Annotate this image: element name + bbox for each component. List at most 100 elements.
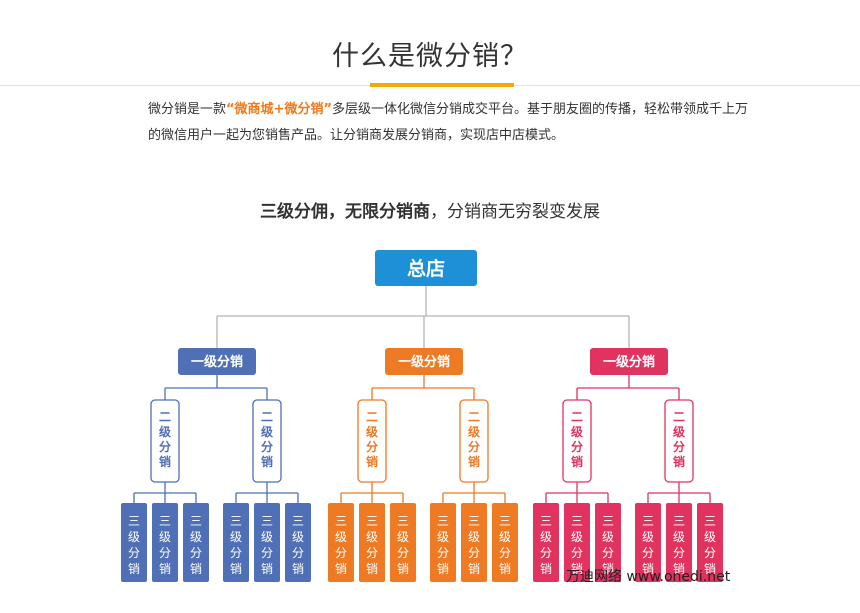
level2-label: 二	[571, 410, 583, 424]
level3-label: 级	[704, 530, 716, 544]
level3-node	[533, 503, 559, 582]
level3-label: 销	[468, 562, 480, 576]
level1-node	[178, 348, 256, 375]
level3-label: 销	[642, 562, 654, 576]
level3-label: 销	[335, 562, 347, 576]
level3-node	[564, 503, 590, 582]
level3-label: 三	[540, 514, 552, 528]
level2-label: 二	[673, 410, 685, 424]
level3-label: 销	[540, 562, 552, 576]
level3-label: 销	[292, 562, 304, 576]
level3-label: 级	[335, 530, 347, 544]
level3-node	[461, 503, 487, 582]
level2-label: 二	[366, 410, 378, 424]
level3-label: 级	[230, 530, 242, 544]
footer-watermark: 万迪网络 www.onedi.net	[566, 569, 731, 585]
level3-node	[121, 503, 147, 582]
level2-label: 销	[261, 454, 273, 469]
level3-node	[430, 503, 456, 582]
level3-label: 分	[159, 546, 171, 560]
level3-node	[359, 503, 385, 582]
level3-node	[390, 503, 416, 582]
level2-label: 销	[366, 454, 378, 469]
diagram-subtitle: 三级分佣，无限分销商，分销商无穷裂变发展	[0, 197, 860, 222]
level2-label: 级	[159, 424, 171, 439]
level3-label: 三	[190, 514, 202, 528]
level1-node	[590, 348, 668, 375]
level3-node	[183, 503, 209, 582]
level3-label: 分	[673, 546, 685, 560]
level3-label: 级	[571, 530, 583, 544]
level3-label: 分	[397, 546, 409, 560]
level2-label: 分	[159, 439, 171, 454]
level3-label: 三	[261, 514, 273, 528]
level2-label: 分	[261, 439, 273, 454]
level3-label: 分	[468, 546, 480, 560]
level3-label: 销	[190, 562, 202, 576]
level3-label: 销	[366, 562, 378, 576]
level3-label: 三	[602, 514, 614, 528]
level1-label: 一级分销	[398, 354, 450, 370]
level3-label: 级	[437, 530, 449, 544]
level3-node	[254, 503, 280, 582]
level3-label: 销	[704, 562, 716, 576]
level3-label: 分	[602, 546, 614, 560]
root-store-node	[375, 250, 477, 286]
level3-label: 级	[190, 530, 202, 544]
level3-label: 三	[397, 514, 409, 528]
level3-label: 级	[292, 530, 304, 544]
level3-label: 三	[642, 514, 654, 528]
level2-label: 级	[571, 424, 583, 439]
level2-label: 分	[673, 439, 685, 454]
level3-label: 三	[704, 514, 716, 528]
title-accent-bar	[370, 83, 514, 87]
intro-highlight: “微商城+微分销”	[226, 102, 332, 117]
level3-label: 级	[499, 530, 511, 544]
level3-label: 分	[366, 546, 378, 560]
level3-label: 销	[159, 562, 171, 576]
subtitle-rest: ，分销商无穷裂变发展	[430, 202, 600, 222]
level3-label: 三	[499, 514, 511, 528]
level3-label: 级	[642, 530, 654, 544]
level3-label: 分	[261, 546, 273, 560]
level3-label: 分	[335, 546, 347, 560]
intro-paragraph: 微分销是一款“微商城+微分销”多层级一体化微信分销成交平台。基于朋友圈的传播，轻…	[148, 97, 748, 149]
level3-label: 三	[366, 514, 378, 528]
level3-label: 三	[571, 514, 583, 528]
level3-label: 级	[602, 530, 614, 544]
intro-text-after: 多层级一体化微信分销成交平台。基于朋友圈的传播，轻松带领成千上万的微信用户一起为…	[148, 102, 749, 143]
level3-label: 三	[128, 514, 140, 528]
level3-label: 销	[397, 562, 409, 576]
level1-label: 一级分销	[191, 354, 243, 370]
level3-label: 三	[335, 514, 347, 528]
level3-node	[595, 503, 621, 582]
level3-label: 三	[159, 514, 171, 528]
level3-node	[697, 503, 723, 582]
level3-label: 销	[571, 562, 583, 576]
level3-label: 销	[499, 562, 511, 576]
level3-label: 三	[292, 514, 304, 528]
level2-label: 销	[571, 454, 583, 469]
level2-label: 二	[468, 410, 480, 424]
level3-label: 三	[230, 514, 242, 528]
level1-node	[385, 348, 463, 375]
level2-label: 分	[366, 439, 378, 454]
level2-label: 级	[261, 424, 273, 439]
level2-label: 销	[673, 454, 685, 469]
level3-node	[666, 503, 692, 582]
level3-label: 分	[292, 546, 304, 560]
level3-label: 级	[261, 530, 273, 544]
level3-label: 分	[437, 546, 449, 560]
level3-label: 销	[437, 562, 449, 576]
level3-label: 分	[190, 546, 202, 560]
subtitle-strong: 三级分佣，无限分销商	[260, 202, 430, 222]
level3-label: 分	[499, 546, 511, 560]
level3-label: 级	[128, 530, 140, 544]
level3-label: 三	[437, 514, 449, 528]
level3-node	[152, 503, 178, 582]
level3-label: 分	[704, 546, 716, 560]
level3-label: 级	[366, 530, 378, 544]
level3-label: 级	[397, 530, 409, 544]
level3-label: 分	[540, 546, 552, 560]
